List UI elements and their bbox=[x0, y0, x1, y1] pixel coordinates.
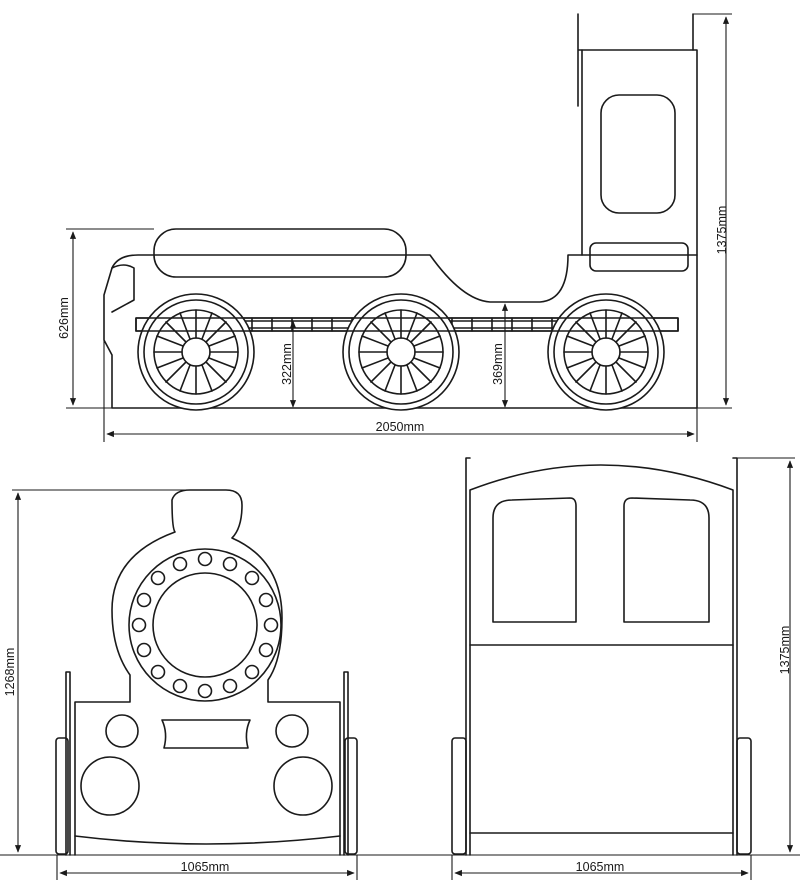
dim-front-height: 1268mm bbox=[3, 489, 190, 856]
side-wheel-rear bbox=[547, 293, 665, 411]
dim-side-height: 626mm bbox=[57, 228, 154, 409]
dim-slat-front-label: 322mm bbox=[280, 343, 294, 385]
dim-front-width-label: 1065mm bbox=[181, 860, 230, 874]
back-view: 1375mm 1065mm bbox=[451, 457, 795, 880]
front-outline bbox=[74, 489, 341, 856]
dim-front-width: 1065mm bbox=[56, 855, 358, 880]
front-name-plate bbox=[161, 719, 251, 749]
side-front-detail bbox=[111, 264, 135, 313]
dim-slat-rear-label: 369mm bbox=[491, 343, 505, 385]
side-boiler bbox=[153, 228, 407, 278]
front-left-post bbox=[55, 737, 69, 855]
side-wheel-middle bbox=[342, 293, 460, 411]
dim-slat-front: 322mm bbox=[280, 320, 297, 408]
side-cab-outline bbox=[581, 49, 698, 256]
front-headlight-right bbox=[273, 756, 333, 816]
front-headlight-left bbox=[80, 756, 140, 816]
back-left-post bbox=[451, 737, 467, 855]
side-cab-window bbox=[600, 94, 676, 214]
front-rivets bbox=[131, 551, 279, 699]
side-view: 626mm 322mm 369mm 1375mm 2050mm bbox=[57, 13, 732, 442]
front-boiler-ring bbox=[128, 548, 282, 702]
front-small-lamp-right bbox=[275, 714, 309, 748]
back-window-right bbox=[623, 497, 710, 623]
front-left-rail bbox=[65, 671, 71, 856]
dim-back-height: 1375mm bbox=[737, 457, 795, 856]
side-wheel-front bbox=[137, 293, 255, 411]
dim-slat-rear: 369mm bbox=[491, 303, 509, 408]
side-cab-seat bbox=[589, 242, 689, 272]
back-cab-outline bbox=[469, 464, 734, 856]
dim-side-length-label: 2050mm bbox=[376, 420, 425, 434]
dim-front-height-label: 1268mm bbox=[3, 648, 17, 697]
front-right-post bbox=[344, 737, 358, 855]
dim-back-width-label: 1065mm bbox=[576, 860, 625, 874]
dim-cab-height: 1375mm bbox=[693, 13, 732, 409]
side-cab-rail bbox=[577, 13, 583, 107]
front-right-rail bbox=[343, 671, 349, 856]
dim-side-length: 2050mm bbox=[103, 340, 698, 442]
dim-cab-height-label: 1375mm bbox=[715, 206, 729, 255]
dim-back-width: 1065mm bbox=[451, 855, 752, 880]
dim-side-height-label: 626mm bbox=[57, 297, 71, 339]
front-small-lamp-left bbox=[105, 714, 139, 748]
front-view: 1268mm 1065mm bbox=[3, 489, 358, 880]
back-right-post bbox=[736, 737, 752, 855]
front-boiler-window bbox=[152, 572, 258, 678]
side-body-outline bbox=[103, 254, 698, 409]
dim-back-height-label: 1375mm bbox=[778, 626, 792, 675]
front-bottom-curve bbox=[74, 835, 341, 845]
back-window-left bbox=[492, 497, 577, 623]
